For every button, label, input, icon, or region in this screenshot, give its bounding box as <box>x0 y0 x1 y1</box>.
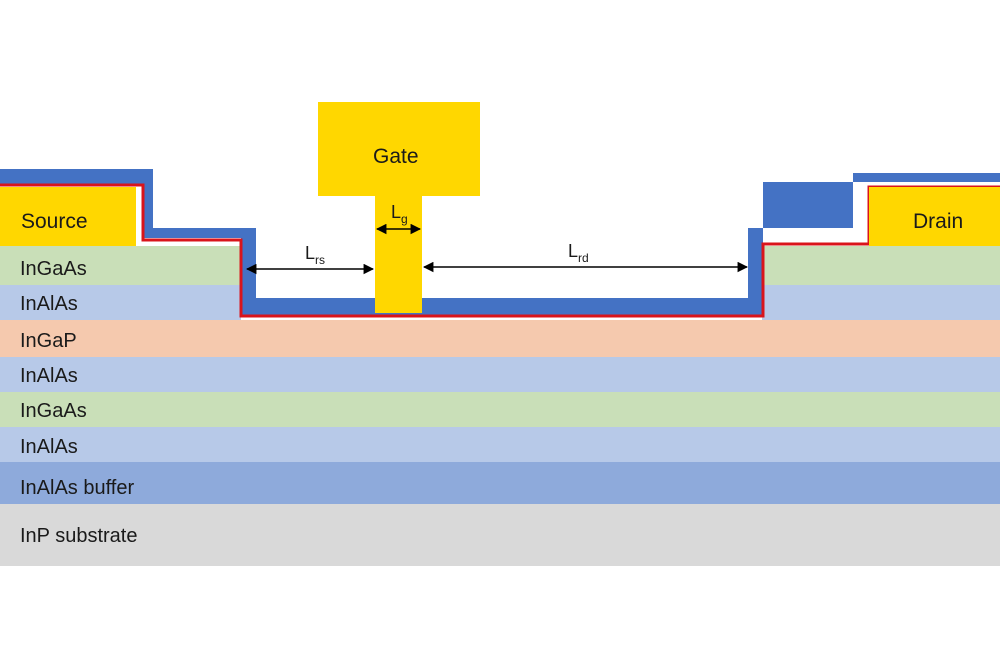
lg-label: Lg <box>391 202 408 226</box>
layer-inalas-3 <box>0 427 1000 462</box>
lrs-label: Lrs <box>305 243 325 267</box>
gate-contact <box>318 102 480 313</box>
layer-label: InP substrate <box>20 525 137 547</box>
layer-label: InGaAs <box>20 400 87 422</box>
layer-ingap <box>0 320 1000 357</box>
passivation-layer <box>0 169 1000 316</box>
layer-label: InAlAs buffer <box>20 477 134 499</box>
lrd-label: Lrd <box>568 241 589 265</box>
layer-label: InAlAs <box>20 436 78 458</box>
layer-label: InGaP <box>20 330 77 352</box>
layer-ingaas-channel <box>0 392 1000 427</box>
layer-inp-substrate <box>0 504 1000 566</box>
layer-label: InAlAs <box>20 365 78 387</box>
layer-inalas-2 <box>0 357 1000 392</box>
source-label: Source <box>21 210 88 233</box>
layer-labels: InGaAs InAlAs InGaP InAlAs InGaAs InAlAs… <box>20 258 137 547</box>
gate-stem <box>375 196 422 313</box>
source-contact <box>0 187 136 246</box>
layer-label: InAlAs <box>20 293 78 315</box>
gate-head <box>318 102 480 196</box>
layer-stack <box>0 246 1000 566</box>
drain-label: Drain <box>913 210 963 233</box>
drain-contact <box>869 187 1000 246</box>
layer-label: InGaAs <box>20 258 87 280</box>
gate-label: Gate <box>373 145 419 168</box>
layer-inalas-buffer <box>0 462 1000 504</box>
